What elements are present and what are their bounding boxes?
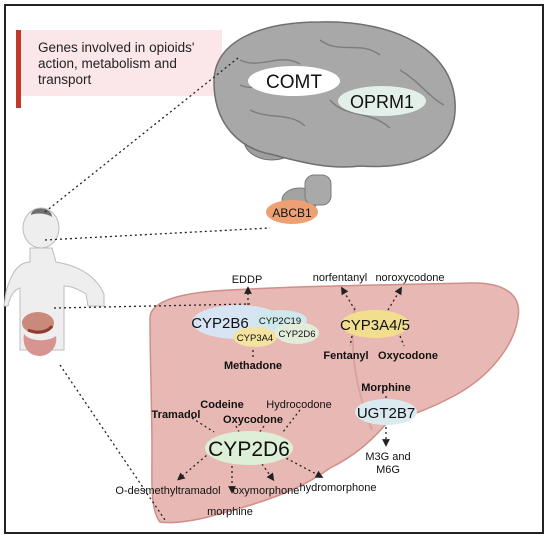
comt-bubble: [248, 66, 340, 96]
oxycodone-2d6-label: Oxycodone: [223, 414, 283, 426]
morphine-substrate-label: Morphine: [361, 382, 411, 394]
cyp2d6-small-label: CYP2D6: [279, 329, 316, 340]
m3g-label: M3G and: [365, 451, 410, 463]
m6g-label: M6G: [376, 464, 400, 476]
cyp3a4-label: CYP3A4: [237, 333, 273, 344]
cyp3a4-bubble: [233, 327, 277, 347]
title-box: [16, 30, 222, 96]
odesmethyltramadol-label: O-desmethyltramadol: [115, 485, 220, 497]
cyp2d6-label: CYP2D6: [208, 438, 290, 461]
oxycodone-3a4-label: Oxycodone: [378, 350, 438, 362]
fentanyl-label: Fentanyl: [323, 350, 368, 362]
hydrocodone-label: Hydrocodone: [266, 399, 331, 411]
abcb1-bubble: [266, 200, 318, 224]
diagram-frame: [4, 4, 544, 534]
methadone-label: Methadone: [224, 360, 282, 372]
ugt2b7-bubble: [355, 399, 417, 425]
human-figure: [3, 207, 105, 356]
morphine-product-label: morphine: [207, 506, 253, 518]
hydromorphone-label: hydromorphone: [299, 482, 376, 494]
tramadol-label: Tramadol: [152, 409, 201, 421]
cyp2d6-small-bubble: [275, 322, 319, 344]
connector-lines: [44, 57, 271, 521]
cyp2d6-bubble: [205, 431, 293, 465]
oprm1-label: OPRM1: [350, 92, 414, 112]
oprm1-bubble: [338, 86, 426, 116]
oxymorphone-label: oxymorphone: [233, 485, 300, 497]
eddp-label: EDDP: [232, 274, 263, 286]
norfentanyl-label: norfentanyl: [313, 272, 367, 284]
cyp3a45-label: CYP3A4/5: [340, 317, 410, 334]
diagram-title: Genes involved in opioids' action, metab…: [38, 40, 195, 87]
cyp2c19-label: CYP2C19: [259, 316, 301, 327]
cyp3a45-bubble: [341, 310, 409, 338]
title-accent-bar: [16, 30, 21, 108]
cyp2b6-label: CYP2B6: [191, 315, 249, 332]
abcb1-label: ABCB1: [272, 206, 312, 220]
noroxycodone-label: noroxycodone: [375, 272, 444, 284]
ugt2b7-label: UGT2B7: [357, 405, 415, 422]
comt-label: COMT: [266, 72, 322, 93]
brain-illustration: [213, 21, 456, 213]
codeine-label: Codeine: [200, 399, 243, 411]
